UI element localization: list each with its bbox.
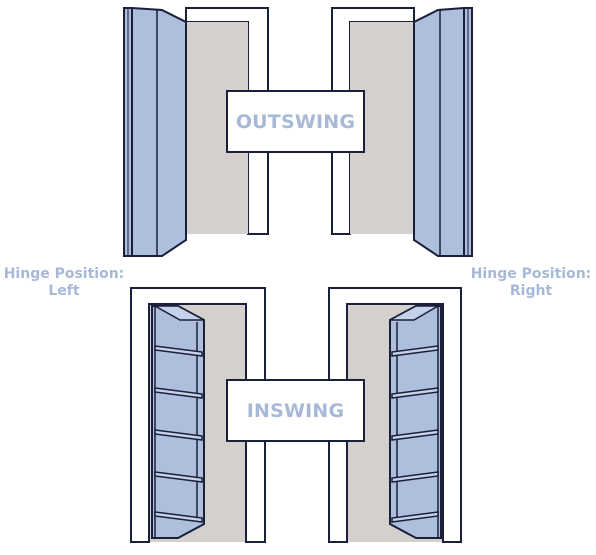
bookcase-shelf xyxy=(391,345,439,357)
bookcase-shelf xyxy=(391,429,439,441)
bookcase-shelf xyxy=(154,429,203,441)
outswing-right-door-unit xyxy=(331,7,473,257)
open-bookcase-door xyxy=(413,7,473,257)
bookcase-shelf xyxy=(154,511,203,523)
closet-interior xyxy=(350,22,414,234)
outswing-label-box: OUTSWING xyxy=(226,90,365,153)
open-bookcase-door xyxy=(151,305,205,539)
inswing-left-door-unit xyxy=(130,287,266,543)
hinge-position-left-label: Hinge Position: Left xyxy=(3,266,125,299)
bookcase-shelf xyxy=(391,471,439,483)
outswing-label: OUTSWING xyxy=(235,110,356,133)
inswing-right-door-unit xyxy=(328,287,462,543)
bookcase-shelf xyxy=(154,345,203,357)
bookcase-shelf xyxy=(391,511,439,523)
inswing-label: INSWING xyxy=(246,399,345,422)
bookcase-shelf xyxy=(391,387,439,399)
bookcase-shelf xyxy=(154,471,203,483)
hinge-position-right-label: Hinge Position: Right xyxy=(470,266,592,299)
open-bookcase-door xyxy=(389,305,442,539)
closet-interior xyxy=(186,22,248,234)
outswing-left-door-unit xyxy=(123,7,269,257)
bookcase-shelf xyxy=(154,387,203,399)
open-bookcase-door xyxy=(123,7,187,257)
inswing-label-box: INSWING xyxy=(226,379,365,442)
